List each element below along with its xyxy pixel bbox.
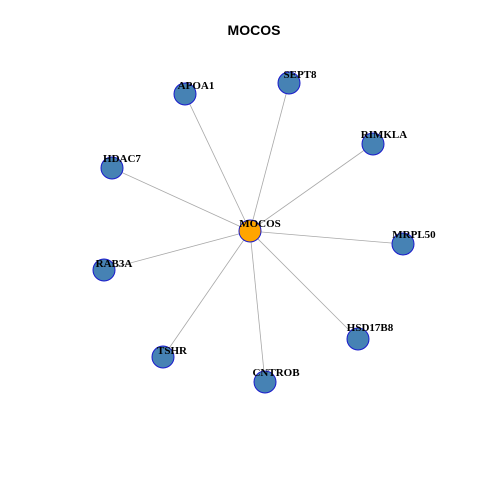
edge-tshr: [162, 230, 251, 358]
label-cntrob: CNTROB: [252, 367, 300, 379]
edges: [103, 82, 404, 383]
label-sept8: SEPT8: [283, 69, 317, 81]
edge-mrpl50: [249, 230, 404, 245]
node-hdac7: [100, 156, 124, 180]
edge-cntrob: [249, 230, 266, 383]
edge-hdac7: [111, 167, 251, 232]
label-rimkla: RIMKLA: [361, 129, 408, 141]
label-hdac7: HDAC7: [103, 153, 141, 165]
node-mrpl50: [391, 232, 415, 256]
label-apoa1: APOA1: [178, 80, 215, 92]
node-rimkla: [361, 132, 385, 156]
label-mrpl50: MRPL50: [392, 229, 436, 241]
edge-apoa1: [184, 93, 251, 232]
label-rab3a: RAB3A: [96, 258, 133, 270]
graph-title: MOCOS: [228, 22, 281, 38]
node-cntrob: [253, 370, 277, 394]
node-apoa1: [173, 82, 197, 106]
node-tshr: [151, 345, 175, 369]
edge-sept8: [249, 82, 290, 232]
nodes: [92, 71, 415, 394]
node-mocos-hub: [238, 219, 262, 243]
edge-rab3a: [103, 230, 251, 271]
label-hsd17b8: HSD17B8: [347, 322, 394, 334]
label-tshr: TSHR: [157, 345, 188, 357]
label-mocos-hub: MOCOS: [239, 218, 281, 230]
node-hsd17b8: [346, 327, 370, 351]
node-sept8: [277, 71, 301, 95]
node-rab3a: [92, 258, 116, 282]
labels: APOA1 SEPT8 RIMKLA HDAC7 MRPL50 RAB3A HS…: [96, 69, 437, 379]
edge-hsd17b8: [249, 230, 359, 340]
edge-rimkla: [249, 143, 374, 232]
